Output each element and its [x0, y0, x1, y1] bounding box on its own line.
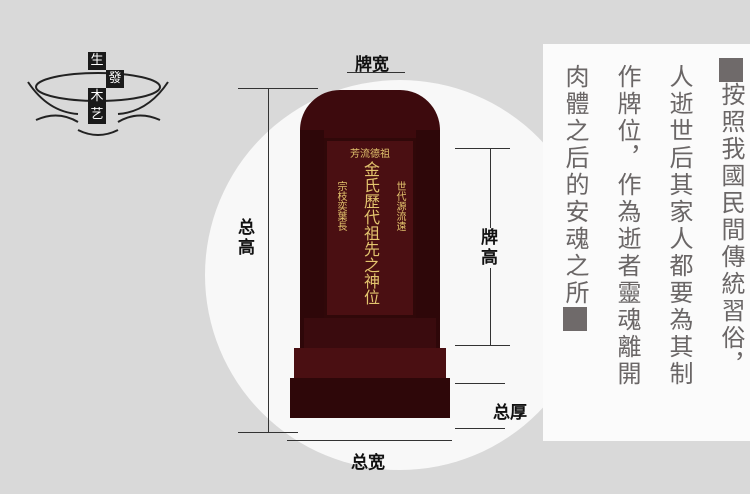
description-column: 肉體之后的安魂之所: [561, 64, 589, 331]
description-column: 按照我國民間傳統習俗，: [717, 58, 745, 379]
total-depth-label: 总厚: [493, 403, 527, 423]
total-depth-tick: [455, 428, 505, 429]
logo: 生 發 木 艺: [18, 52, 178, 142]
logo-char: 艺: [88, 106, 106, 124]
total-width-line: [287, 440, 452, 441]
description-column: 作牌位，作為逝者靈魂離開: [613, 64, 641, 388]
tablet-right-text: 世代源流遠: [394, 181, 405, 231]
square-bullet-icon: [719, 58, 743, 82]
total-height-top-tick: [238, 88, 318, 89]
total-height-label: 总高: [238, 218, 255, 258]
logo-char: 生: [88, 52, 106, 70]
total-height-bottom-tick: [238, 432, 298, 433]
total-depth-tick: [455, 383, 505, 384]
total-width-label: 总宽: [351, 453, 385, 473]
plaque-height-top-tick: [455, 148, 510, 149]
logo-char: 木: [88, 88, 106, 106]
plaque-height-label: 牌高: [481, 228, 501, 268]
tablet-left-text: 宗枝奕葉長: [335, 181, 346, 231]
logo-char: 發: [106, 70, 124, 88]
tablet-top-text: 祖德流芳: [350, 149, 390, 160]
ancestral-tablet-image: 祖德流芳 金氏歷代祖先之神位 世代源流遠 宗枝奕葉長: [290, 90, 450, 420]
description-column: 人逝世后其家人都要為其制: [665, 64, 693, 388]
total-height-line: [268, 88, 269, 432]
tablet-center-text: 金氏歷代祖先之神位: [361, 161, 380, 305]
description-panel: 按照我國民間傳統習俗， 人逝世后其家人都要為其制 作牌位，作為逝者靈魂離開 肉體…: [543, 44, 750, 441]
plaque-width-label: 牌宽: [355, 55, 389, 75]
plaque-width-line: [347, 72, 405, 73]
plaque-height-bottom-tick: [455, 345, 510, 346]
square-bullet-icon: [563, 307, 587, 331]
